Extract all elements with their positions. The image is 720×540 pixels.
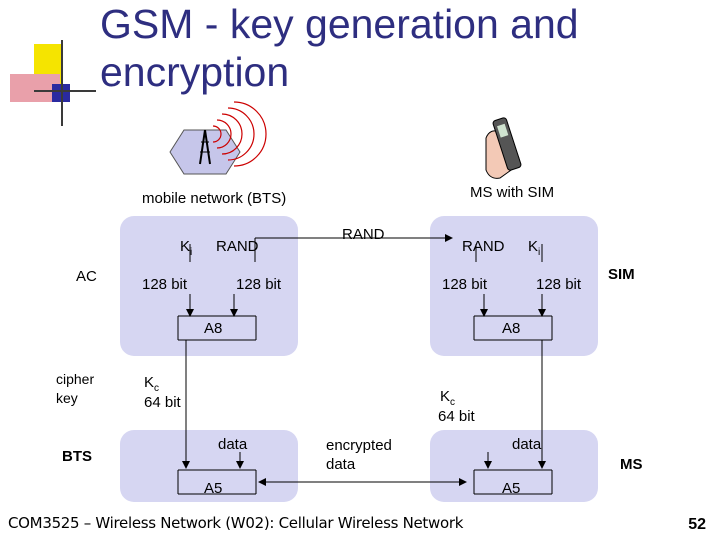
ms-label: MS with SIM — [470, 184, 555, 201]
bts-label: BTS — [62, 448, 92, 465]
ms-kc-bits: 64 bit — [438, 408, 475, 425]
network-rand-bits: 128 bit — [236, 276, 282, 293]
page-number: 52 — [688, 516, 706, 533]
network-a5-label: A5 — [204, 480, 223, 497]
sim-label: SIM — [608, 266, 635, 283]
network-a5-box — [120, 430, 298, 502]
network-rand: RAND — [216, 238, 259, 255]
ms-a8-box — [430, 216, 598, 356]
ms-ki: Ki — [528, 238, 541, 258]
network-kc: Kc — [144, 374, 160, 394]
deco-horizontal-line — [34, 90, 96, 92]
network-label: mobile network (BTS) — [142, 190, 287, 207]
network-ki: Ki — [180, 238, 193, 258]
network-data-label: data — [218, 436, 248, 453]
network-kc-bits: 64 bit — [144, 394, 181, 411]
ms-a5-box — [430, 430, 598, 502]
ms-side-label: MS — [620, 456, 643, 473]
ac-label: AC — [76, 268, 97, 285]
slide-title: GSM - key generation and encryption — [100, 0, 660, 96]
rand-transmitted-label: RAND — [342, 226, 385, 243]
network-ki-bits: 128 bit — [142, 276, 188, 293]
title-line-2: encryption — [100, 49, 290, 95]
encrypted-data-label: encrypted data — [326, 437, 392, 473]
network-a8-box — [120, 216, 298, 356]
deco-red-square — [10, 74, 60, 102]
ms-ki-bits: 128 bit — [536, 276, 582, 293]
slide-decoration — [0, 0, 100, 130]
ms-a8-label: A8 — [502, 320, 521, 337]
ms-a5-label: A5 — [502, 480, 521, 497]
title-line-1: GSM - key generation and — [100, 1, 579, 47]
ms-data-label: data — [512, 436, 542, 453]
cell-tower-icon — [169, 101, 267, 175]
mobile-phone-icon — [485, 117, 522, 179]
cipher-key-label: cipher key — [56, 371, 95, 406]
ms-kc: Kc — [440, 388, 456, 408]
ms-rand-bits: 128 bit — [442, 276, 488, 293]
network-a8-label: A8 — [204, 320, 223, 337]
deco-vertical-line — [61, 40, 63, 126]
ms-rand: RAND — [462, 238, 505, 255]
footer-text: COM3525 – Wireless Network (W02): Cellul… — [8, 514, 464, 532]
